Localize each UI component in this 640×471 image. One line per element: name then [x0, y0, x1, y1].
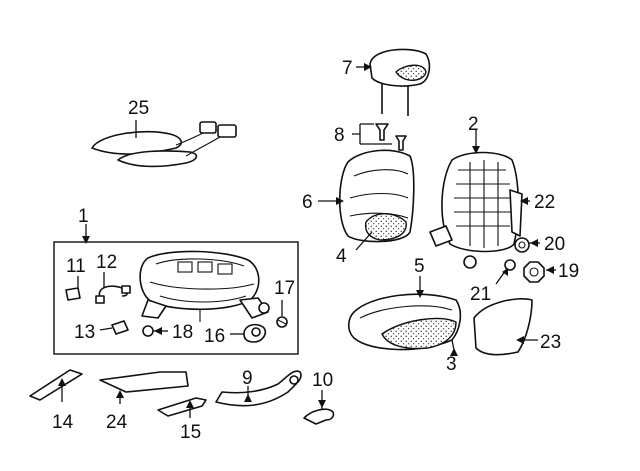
- callout-21: 21: [470, 284, 491, 305]
- callout-8: 8: [334, 125, 345, 146]
- pad-part-24: [99, 371, 189, 404]
- callout-12: 12: [96, 252, 117, 273]
- leader-lines: [99, 120, 373, 335]
- callout-11: 11: [66, 256, 86, 277]
- callout-4: 4: [336, 246, 347, 267]
- seat-back-frame-part-2: [429, 130, 530, 269]
- callout-22: 22: [534, 192, 555, 213]
- trim-strip-part-14: [29, 369, 83, 402]
- callout-3: 3: [446, 354, 457, 375]
- callout-19: 19: [558, 261, 579, 282]
- callout-20: 20: [544, 234, 565, 255]
- callout-5: 5: [414, 256, 425, 277]
- callout-25: 25: [128, 98, 149, 119]
- callout-6: 6: [302, 192, 313, 213]
- switch-part-11: [65, 276, 81, 301]
- side-cover-part-15: [157, 397, 207, 418]
- callout-1: 1: [78, 206, 89, 227]
- callout-24: 24: [106, 412, 128, 433]
- handle-part-10: [303, 390, 335, 425]
- headrest-part-7: [356, 48, 431, 116]
- callout-18: 18: [172, 322, 193, 343]
- callout-17: 17: [274, 278, 295, 299]
- callout-15: 15: [180, 422, 201, 443]
- callout-13: 13: [74, 322, 95, 343]
- side-shield-part-9: [215, 370, 302, 407]
- headrest-guides-part-8: [352, 123, 407, 151]
- callout-10: 10: [312, 370, 333, 391]
- recliner-motor-part-16: [243, 323, 267, 343]
- seat-cushion-part-5: [347, 276, 462, 351]
- callout-labels: 1 2 3 4 5 6 7 8 9 10 11 12 13 14 15 16 1…: [52, 58, 579, 443]
- cover-part-13: [111, 320, 129, 335]
- clip-part-17: [276, 316, 288, 328]
- leader-arrowheads: [58, 63, 554, 408]
- callout-14: 14: [52, 412, 74, 433]
- wire-harness-part-12: [95, 272, 131, 304]
- seat-heater-mat-part-25: [91, 121, 237, 168]
- callout-9: 9: [242, 368, 253, 389]
- callout-16: 16: [204, 326, 225, 347]
- seat-cushion-frame: [139, 250, 270, 322]
- callout-7: 7: [342, 58, 353, 79]
- callout-2: 2: [468, 114, 479, 135]
- callout-23: 23: [540, 332, 561, 353]
- seat-back-cushion-part-6: [318, 149, 415, 243]
- back-panel-part-23: [473, 298, 538, 356]
